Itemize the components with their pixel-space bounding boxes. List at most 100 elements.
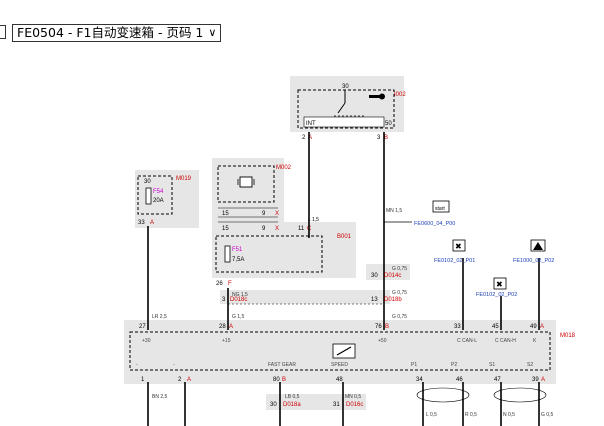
- ecu-bottom-pin-label: S1: [489, 362, 495, 368]
- svg-text:G 0,5: G 0,5: [541, 412, 553, 418]
- ecu-bottom-pin-2: 2: [178, 377, 182, 383]
- link-fe0102-p01[interactable]: FE0102_02_P01: [434, 258, 475, 264]
- relay-id: I002: [394, 92, 406, 98]
- relay-right-label: 50: [385, 121, 392, 127]
- svg-text:✖: ✖: [455, 242, 462, 251]
- module-m002[interactable]: M002 15 9 X 15 9 X 11 C: [217, 165, 312, 232]
- ecu-bottom-pin-label: -: [173, 362, 175, 368]
- ecu-bottom-pin-47: 47: [494, 377, 501, 383]
- ecu-top-pin-label: C CAN-H: [495, 338, 516, 344]
- page-selector-label: FE0504 - F1自动变速箱 - 页码 1: [17, 25, 204, 40]
- ecu-top-pin-label: +30: [142, 338, 151, 344]
- svg-text:L 1,5: L 1,5: [308, 217, 319, 223]
- page-selector-dropdown[interactable]: FE0504 - F1自动变速箱 - 页码 1 ∨: [12, 24, 222, 42]
- svg-text:31: 31: [333, 402, 340, 408]
- wire-group-bottom: [147, 382, 540, 426]
- relay-top-pin: 30: [342, 84, 349, 90]
- svg-text:9: 9: [262, 211, 266, 217]
- ref-can-high[interactable]: ✖ FE0102_02_P02: [476, 277, 517, 298]
- lower-connector-bg: [266, 394, 366, 410]
- connector-d016c: D016c: [346, 402, 363, 408]
- mid-connectors: 3 D018c 13 D018b 30 D014c 30 D018a 31 D0…: [222, 273, 402, 408]
- ecu-top-pin-27: 27: [139, 324, 146, 330]
- svg-text:15: 15: [222, 226, 229, 232]
- ecu-top-pin-label: +50: [378, 338, 387, 344]
- ecu-top-pin-49: 49: [530, 324, 537, 330]
- module-b001[interactable]: B001 L 1,5 F51 7,5A 26 F: [215, 217, 352, 287]
- b001-module-bg: [212, 222, 356, 278]
- ecu-top-pin-45: 45: [492, 324, 499, 330]
- ecu-m018[interactable]: M018: [129, 331, 576, 371]
- svg-text:33: 33: [138, 220, 145, 226]
- ref-fe1000[interactable]: FE1000_02_P02: [513, 239, 554, 264]
- connector-d018a: D018a: [283, 402, 301, 408]
- fuse-f54-label: F54: [153, 189, 164, 195]
- svg-text:G 0,75: G 0,75: [392, 314, 407, 320]
- m002-module-bg: [212, 158, 284, 222]
- svg-text:MN 1,5: MN 1,5: [386, 208, 402, 214]
- wire-group-top: [147, 132, 540, 330]
- ecu-bottom-pin-1: 1: [141, 377, 145, 383]
- ecu-bottom-pin-34: 34: [416, 377, 423, 383]
- connector-d014c: D014c: [384, 273, 401, 279]
- svg-text:G 1,5: G 1,5: [232, 314, 244, 320]
- ecu-id: M018: [560, 333, 576, 339]
- svg-text:3: 3: [222, 297, 226, 303]
- svg-text:13: 13: [371, 297, 378, 303]
- fuse-icon: [145, 187, 152, 205]
- svg-text:LR 2,5: LR 2,5: [152, 314, 167, 320]
- key-icon: [369, 93, 385, 100]
- ecu-bottom-pin-label: P2: [451, 362, 457, 368]
- svg-text:A: A: [150, 220, 154, 226]
- link-fe0102-p02[interactable]: FE0102_02_P02: [476, 292, 517, 298]
- d018-connector-bg: [220, 290, 390, 304]
- svg-text:✖: ✖: [496, 280, 503, 289]
- page-header: FE0504 - F1自动变速箱 - 页码 1 ∨: [0, 21, 300, 43]
- svg-text:N 0,5: N 0,5: [503, 412, 515, 418]
- relay-i002[interactable]: 30 INT 50 I002 2 A 3 B: [297, 84, 406, 141]
- relay-pin-left: 2: [302, 135, 306, 141]
- b001-id: B001: [337, 234, 352, 240]
- ref-start[interactable]: start FE0600_04_P00: [384, 200, 455, 227]
- link-fe1000[interactable]: FE1000_02_P02: [513, 258, 554, 264]
- can-bus-icon: [452, 239, 466, 252]
- fuse-box-m019[interactable]: 30 F54 20A M019 33 A: [137, 175, 192, 226]
- svg-text:9: 9: [262, 226, 266, 232]
- svg-text:NG 1,5: NG 1,5: [232, 292, 248, 298]
- m019-id: M019: [176, 176, 192, 182]
- ecu-top-pin-label: C CAN-L: [457, 338, 477, 344]
- gearbox-icon: [332, 343, 356, 359]
- ecu-bottom-pin-label: P1: [411, 362, 417, 368]
- twisted-pair-marks: [416, 387, 547, 403]
- chip-icon: [237, 176, 255, 188]
- svg-text:BN 2,5: BN 2,5: [152, 394, 168, 400]
- svg-text:X: X: [275, 211, 279, 217]
- ecu-top-pin-label: +15: [222, 338, 231, 344]
- svg-text:G 0,75: G 0,75: [392, 290, 407, 296]
- ecu-top-pin-conn: A: [229, 324, 233, 330]
- fuse-icon: [224, 245, 231, 263]
- svg-text:30: 30: [371, 273, 378, 279]
- svg-text:15: 15: [222, 211, 229, 217]
- ecu-top-pin-76: 76: [375, 324, 382, 330]
- ref-can-low[interactable]: ✖ FE0102_02_P01: [434, 239, 475, 264]
- ecu-bottom-pin-39: 39: [532, 377, 539, 383]
- ecu-top-pin-conn: A: [540, 324, 544, 330]
- fuse-f54-rating: 20A: [153, 198, 164, 204]
- chevron-down-icon: ∨: [208, 26, 217, 39]
- ecu-bottom-pin-80: 80: [273, 377, 280, 383]
- svg-text:MN 0,5: MN 0,5: [345, 394, 361, 400]
- svg-text:F: F: [228, 281, 232, 287]
- header-checkbox[interactable]: [0, 25, 6, 39]
- svg-text:G 0,75: G 0,75: [392, 266, 407, 272]
- svg-text:X: X: [275, 226, 279, 232]
- link-fe0600[interactable]: FE0600_04_P00: [414, 221, 455, 227]
- fuse-f51-label: F51: [232, 247, 243, 253]
- connector-d018b: D018b: [384, 297, 402, 303]
- relay-int-label: INT: [306, 121, 316, 127]
- ecu-bottom-pin-conn: B: [282, 377, 286, 383]
- d014c-connector-bg: [366, 264, 410, 280]
